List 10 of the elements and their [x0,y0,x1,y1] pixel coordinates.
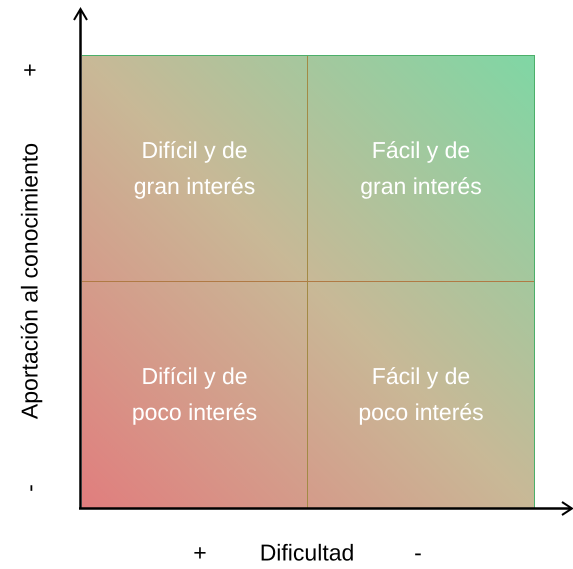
quadrant-label: Fácil y de poco interés [357,362,485,427]
axis-label: + [193,540,207,566]
axis-label: Aportación al conocimiento [16,142,44,420]
quadrant-label: Difícil y de poco interés [130,362,258,427]
axis-label: + [16,63,44,77]
axis-label: - [414,540,422,566]
axis-label: Dificultad [260,540,354,566]
quadrant-label: Difícil y de gran interés [132,136,256,201]
axis-label: - [16,484,44,492]
quadrant-label: Fácil y de gran interés [359,136,483,201]
